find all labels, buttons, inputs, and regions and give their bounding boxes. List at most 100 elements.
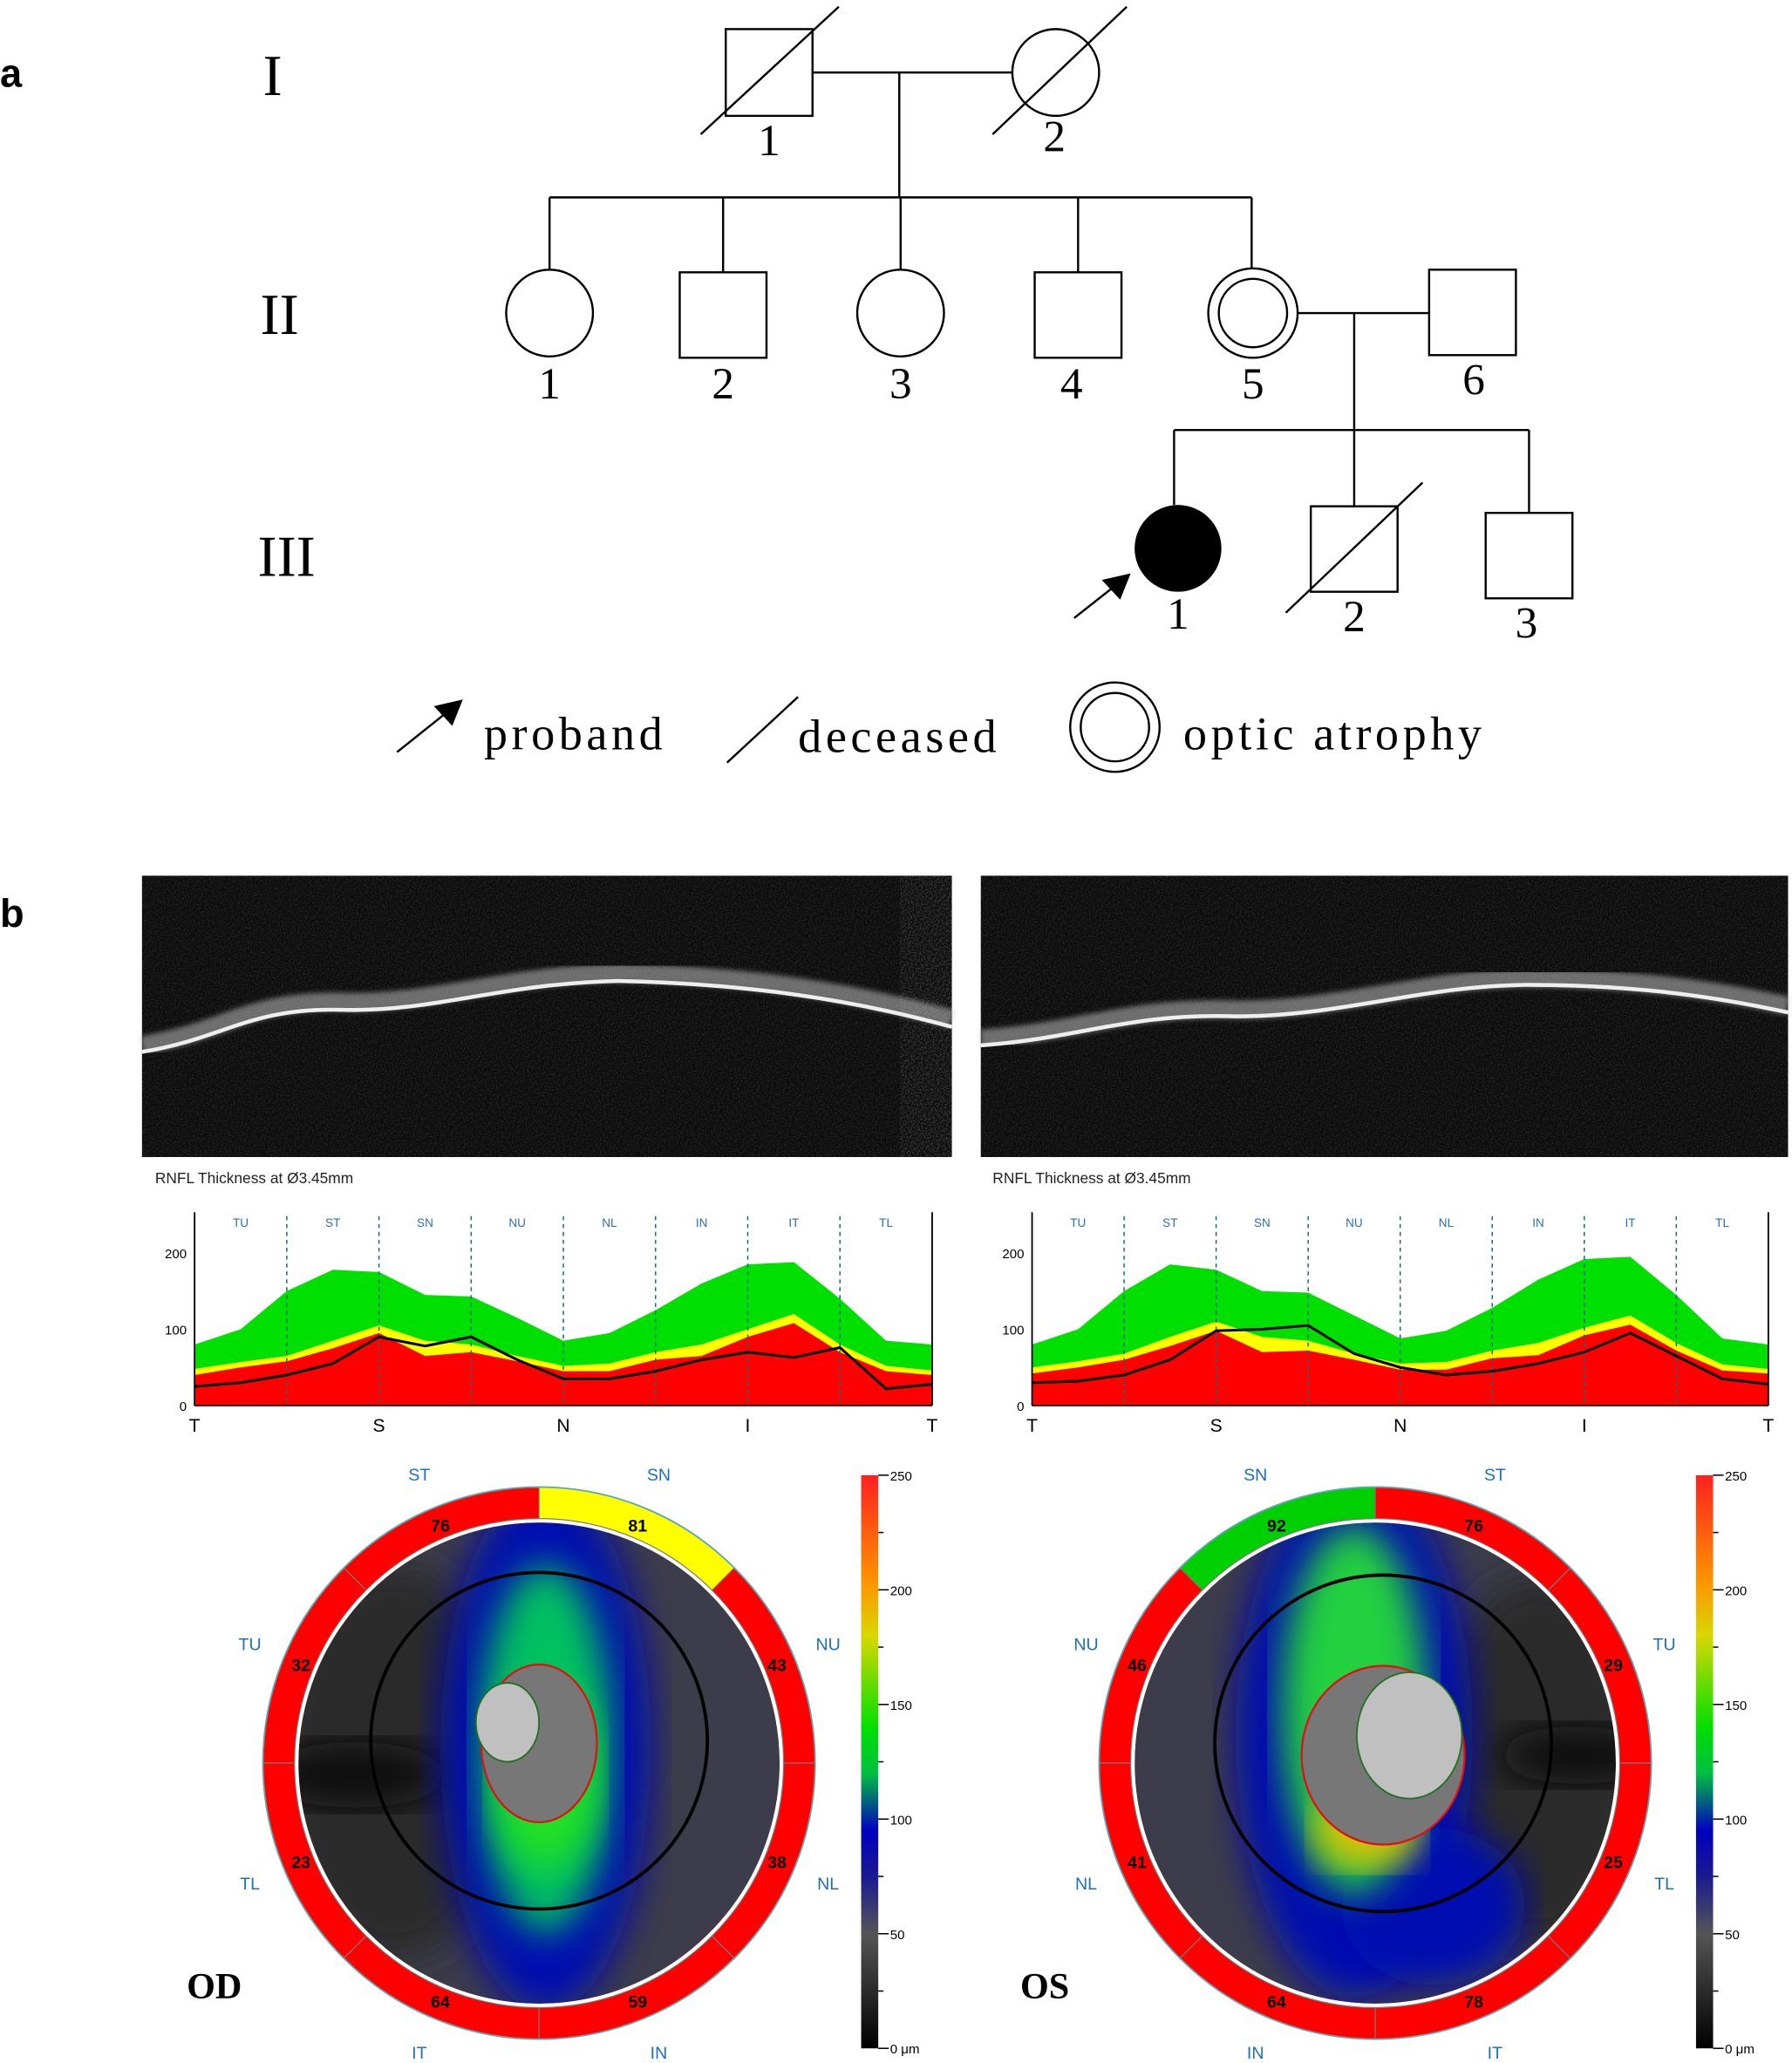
legend-deceased: deceased — [798, 711, 1000, 763]
colorbar-tick-label: 250 — [890, 1469, 912, 1484]
ring-outline — [262, 1486, 816, 2040]
eye-label-od: OD — [187, 1966, 242, 2007]
x-tick-label: I — [746, 1416, 751, 1436]
sector-label-IN: IN — [696, 1216, 708, 1229]
sector-label-ST: ST — [325, 1216, 340, 1229]
id-II-5: 5 — [1242, 359, 1264, 409]
colorbar-gradient — [861, 1474, 879, 2049]
sector-label-NL: NL — [602, 1216, 617, 1229]
deceased-slash — [1284, 481, 1424, 614]
generation-I: I — [263, 44, 283, 108]
y-tick-label: 100 — [1002, 1324, 1024, 1338]
x-tick-label: S — [373, 1416, 385, 1436]
individual-III-2-male-deceased — [1309, 505, 1399, 593]
colorbar-tick-label: 0 μm — [890, 2042, 920, 2057]
sector-value-TL: 23 — [291, 1854, 310, 1873]
sector-value-TU: 29 — [1604, 1656, 1623, 1675]
individual-II-6-male — [1427, 269, 1517, 357]
y-tick-label: 200 — [165, 1247, 187, 1262]
sector-value-ST: 76 — [431, 1517, 450, 1536]
sector-label-TL: TL — [879, 1216, 893, 1229]
generation-III: III — [258, 526, 316, 589]
id-II-3: 3 — [889, 359, 912, 409]
optic-cup — [1356, 1672, 1463, 1800]
id-I-2: 2 — [1043, 112, 1066, 162]
proband-arrow — [1073, 573, 1131, 619]
individual-II-5-female-optic-atrophy — [1207, 267, 1299, 359]
sector-value-IT: 78 — [1464, 1993, 1483, 2012]
colorbar-tick-label: 100 — [890, 1813, 912, 1828]
sector-label-SN: SN — [1254, 1216, 1271, 1229]
ring-gap — [293, 1517, 786, 2009]
colorbar-tick-label: 100 — [1725, 1813, 1747, 1828]
id-I-1: 1 — [758, 116, 780, 166]
sector-name-IN: IN — [651, 2044, 668, 2063]
individual-III-3-male — [1484, 512, 1574, 600]
sector-name-ST: ST — [1484, 1466, 1506, 1485]
id-III-2: 2 — [1343, 592, 1366, 642]
y-tick-label: 0 — [180, 1399, 187, 1414]
sector-label-TL: TL — [1715, 1216, 1729, 1229]
colorbar-tick-label: 0 μm — [1725, 2042, 1755, 2057]
sector-name-TL: TL — [240, 1875, 260, 1894]
generation-II: II — [261, 283, 299, 347]
sector-value-IN: 64 — [1267, 1993, 1286, 2012]
sector-value-TU: 32 — [291, 1656, 310, 1675]
id-II-4: 4 — [1060, 359, 1083, 409]
sector-label-NL: NL — [1439, 1216, 1455, 1229]
id-II-6: 6 — [1462, 356, 1485, 405]
id-II-2: 2 — [712, 359, 734, 409]
deceased-slash — [991, 5, 1128, 135]
sector-name-NL: NL — [817, 1875, 839, 1894]
y-tick-label: 100 — [165, 1324, 187, 1338]
ring-outline — [1098, 1486, 1652, 2040]
colorbar-tick-label: 50 — [890, 1928, 905, 1943]
sector-name-TU: TU — [1653, 1635, 1676, 1654]
legend-optic-atrophy: optic atrophy — [1183, 708, 1486, 760]
colorbar-tick-label: 150 — [890, 1699, 912, 1713]
sector-name-NU: NU — [1073, 1635, 1098, 1654]
sector-name-TL: TL — [1654, 1875, 1674, 1894]
x-tick-label: I — [1582, 1416, 1587, 1436]
individual-II-4-male — [1033, 271, 1123, 359]
sector-value-ST: 76 — [1464, 1517, 1483, 1536]
sector-label-IT: IT — [788, 1216, 799, 1229]
colorbar-gradient — [1695, 1474, 1714, 2049]
sector-value-IT: 64 — [431, 1993, 450, 2012]
colorbar-tick-label: 150 — [1725, 1699, 1747, 1713]
sector-name-IN: IN — [1247, 2044, 1264, 2063]
sector-label-TU: TU — [1070, 1216, 1086, 1229]
sector-label-ST: ST — [1162, 1216, 1177, 1229]
sector-value-NU: 43 — [767, 1656, 787, 1675]
x-tick-label: T — [1762, 1416, 1774, 1436]
legend-proband: proband — [484, 708, 666, 760]
sector-value-NL: 41 — [1128, 1854, 1147, 1873]
sector-name-SN: SN — [1243, 1466, 1267, 1485]
x-tick-label: T — [1026, 1416, 1038, 1436]
sector-value-NL: 38 — [767, 1854, 787, 1873]
double-circle-icon — [1069, 681, 1162, 773]
deceased-slash-icon — [726, 696, 799, 764]
deceased-slash — [699, 5, 840, 135]
optic-cup — [474, 1682, 541, 1763]
generation-labels: I II III — [258, 44, 316, 589]
sector-label-SN: SN — [417, 1216, 433, 1229]
oct-bscan-os — [980, 875, 1790, 1157]
ring-gap — [1129, 1517, 1621, 2009]
sector-name-NU: NU — [816, 1635, 841, 1654]
sector-label-IN: IN — [1532, 1216, 1544, 1229]
sector-name-IT: IT — [412, 2044, 426, 2063]
x-tick-label: T — [927, 1416, 938, 1436]
sector-name-SN: SN — [647, 1466, 671, 1485]
sector-value-SN: 81 — [628, 1517, 647, 1536]
y-tick-label: 200 — [1002, 1247, 1024, 1262]
pedigree-chart: 1 2 1 2 3 4 5 6 — [505, 5, 1574, 648]
colorbar-tick-label: 250 — [1725, 1469, 1747, 1484]
colorbar-tick-label: 200 — [890, 1583, 912, 1598]
individual-II-1-female — [505, 269, 595, 358]
